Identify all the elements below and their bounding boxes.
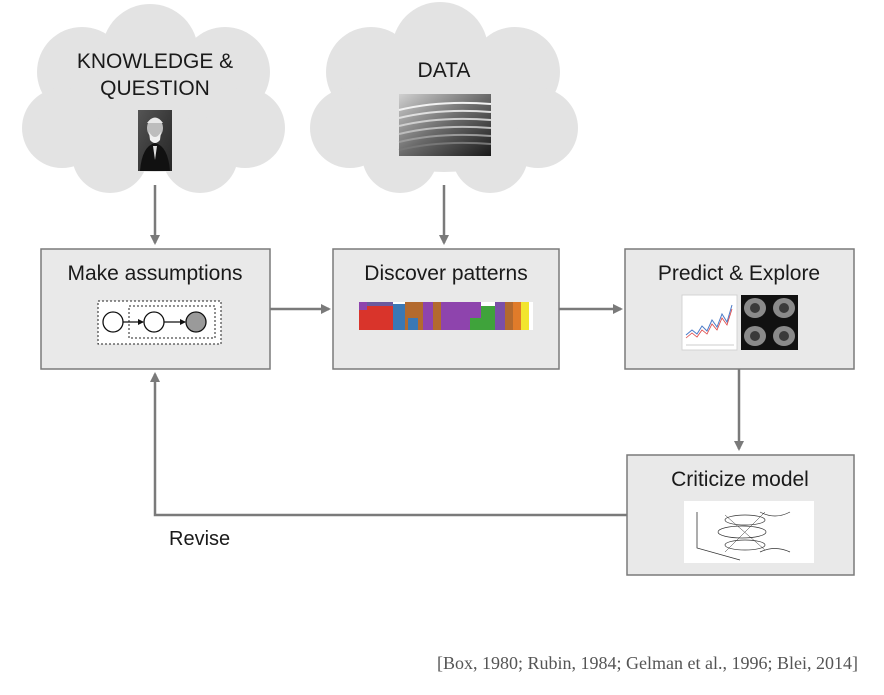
knowledge-cloud: KNOWLEDGE & QUESTION [22, 4, 285, 193]
box-discover-patterns: Discover patterns [332, 248, 560, 370]
brain-scans-image [741, 295, 798, 350]
graphical-model-image [97, 300, 222, 345]
citation: [Box, 1980; Rubin, 1984; Gelman et al., … [437, 653, 858, 673]
posterior-predictive-sketch-image [684, 501, 814, 563]
node-3-observed [185, 311, 207, 333]
box-criticize-model: Criticize model [626, 454, 855, 576]
arrow-revise-loop [150, 372, 627, 517]
admixture-barplot-image [359, 302, 533, 330]
portrait-image [138, 110, 172, 171]
node-2 [143, 311, 165, 333]
box-criticize-model-label: Criticize model [671, 468, 809, 491]
box-make-assumptions: Make assumptions [40, 248, 271, 370]
time-series-plot-image [681, 294, 738, 351]
data-cloud: DATA [310, 2, 578, 193]
node-1 [102, 311, 124, 333]
arrows [150, 185, 744, 517]
box-predict-explore: Predict & Explore [624, 248, 855, 370]
newspapers-image [398, 94, 492, 156]
knowledge-cloud-label-line1: KNOWLEDGE & [77, 50, 233, 73]
knowledge-cloud-label-line2: QUESTION [100, 77, 210, 100]
box-make-assumptions-label: Make assumptions [67, 262, 242, 285]
box-discover-patterns-label: Discover patterns [364, 262, 527, 285]
data-cloud-label: DATA [418, 59, 471, 82]
revise-label: Revise [169, 528, 230, 550]
box-predict-explore-label: Predict & Explore [658, 262, 820, 285]
